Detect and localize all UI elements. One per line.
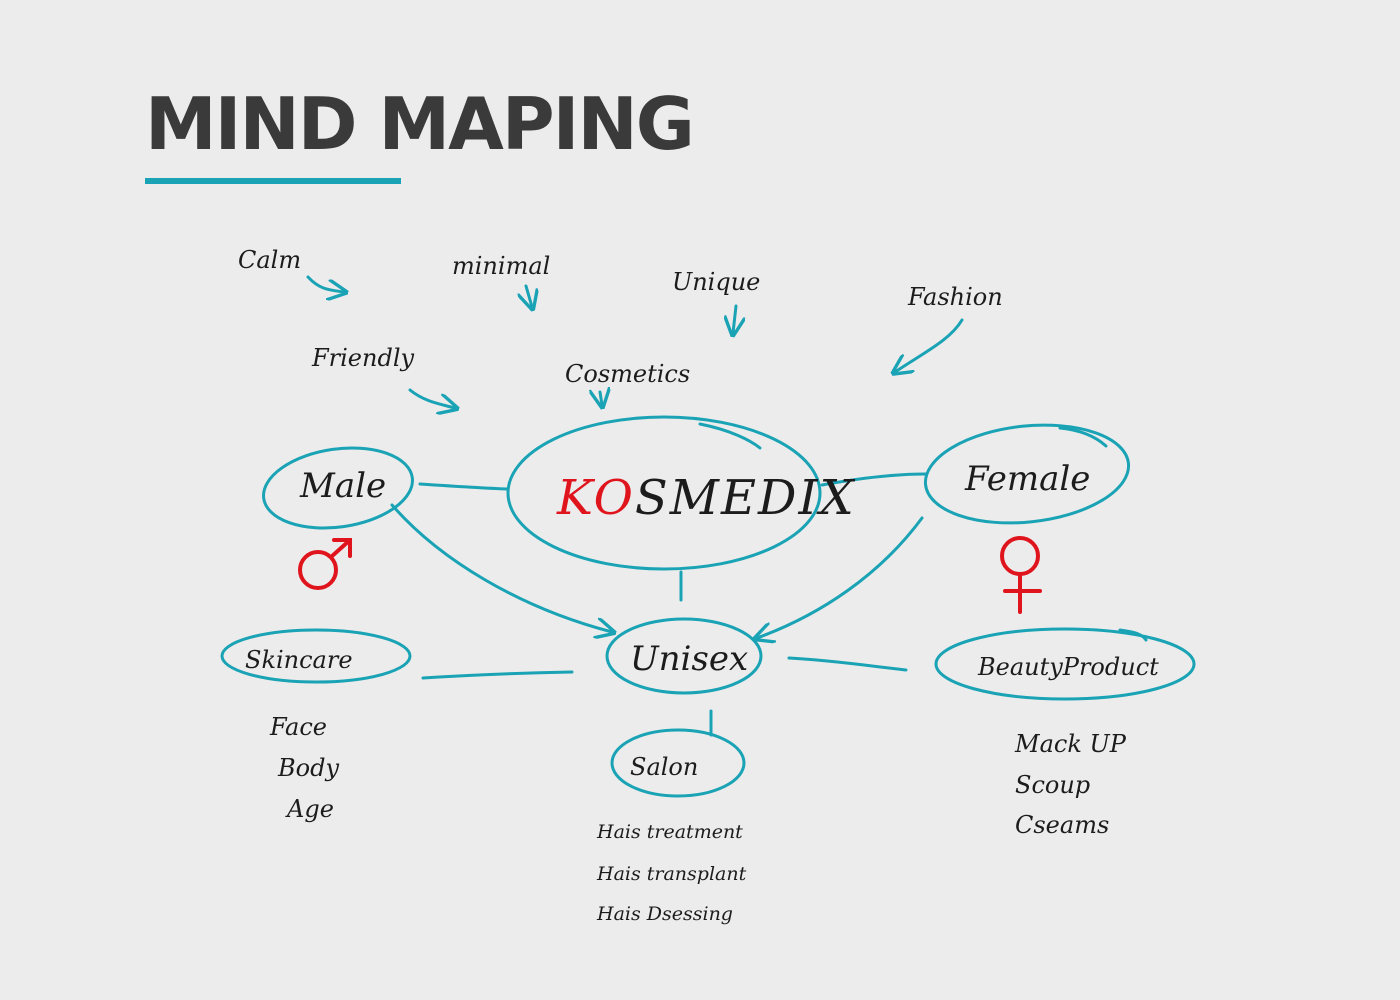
node-unisex-label: Unisex [630, 639, 748, 679]
link-skincare-unisex [421, 670, 574, 680]
page-title: MIND MAPING [145, 82, 695, 166]
list-item: Hais transplant [596, 863, 747, 885]
list-item: Face [269, 713, 327, 741]
keyword-calm: Calm [238, 246, 301, 274]
keyword-arrow [408, 388, 455, 408]
keyword-arrow [306, 275, 344, 292]
link-female-unisex [757, 516, 924, 638]
keyword-arrow [526, 284, 532, 307]
title-underline [145, 178, 401, 184]
keyword-friendly: Friendly [311, 344, 415, 372]
list-item: Mack UP [1014, 730, 1127, 758]
node-ellipse-beauty [934, 627, 1196, 701]
list-item: Scoup [1015, 771, 1090, 799]
node-beauty-label: BeautyProduct [977, 653, 1159, 681]
female-symbol-icon [1000, 536, 1042, 614]
keyword-arrow [895, 318, 964, 372]
center-label-highlight: KO [556, 470, 635, 526]
center-label-rest: SMEDIX [635, 470, 856, 526]
male-symbol-icon [298, 538, 352, 590]
node-ellipse-unisex [605, 617, 763, 695]
keyword-unique: Unique [672, 268, 760, 296]
link-unisex-beauty [787, 656, 908, 672]
node-ellipse-salon [610, 728, 746, 798]
link-male-unisex [390, 503, 612, 632]
node-skincare-label: Skincare [245, 646, 353, 674]
list-item: Hais treatment [596, 821, 743, 843]
list-item: Body [277, 754, 339, 782]
node-ellipse-female [923, 423, 1131, 525]
node-salon-label: Salon [630, 753, 698, 781]
keyword-fashion: Fashion [907, 283, 1003, 311]
list-item: Age [285, 795, 334, 823]
keyword-cosmetics: Cosmetics [565, 360, 690, 388]
list-item: Hais Dsessing [596, 903, 733, 925]
node-ellipse-skincare [220, 628, 412, 684]
keyword-arrow [733, 304, 736, 333]
node-ellipse-center [506, 415, 822, 571]
link-male-center [418, 482, 509, 491]
keyword-minimal: minimal [452, 252, 550, 280]
center-label: KOSMEDIX [556, 470, 856, 526]
node-female-label: Female [964, 459, 1090, 499]
node-ellipse-male [262, 446, 414, 530]
list-item: Cseams [1015, 811, 1109, 839]
link-center-female [820, 472, 928, 487]
keyword-arrow [600, 392, 602, 405]
node-male-label: Male [299, 466, 386, 506]
